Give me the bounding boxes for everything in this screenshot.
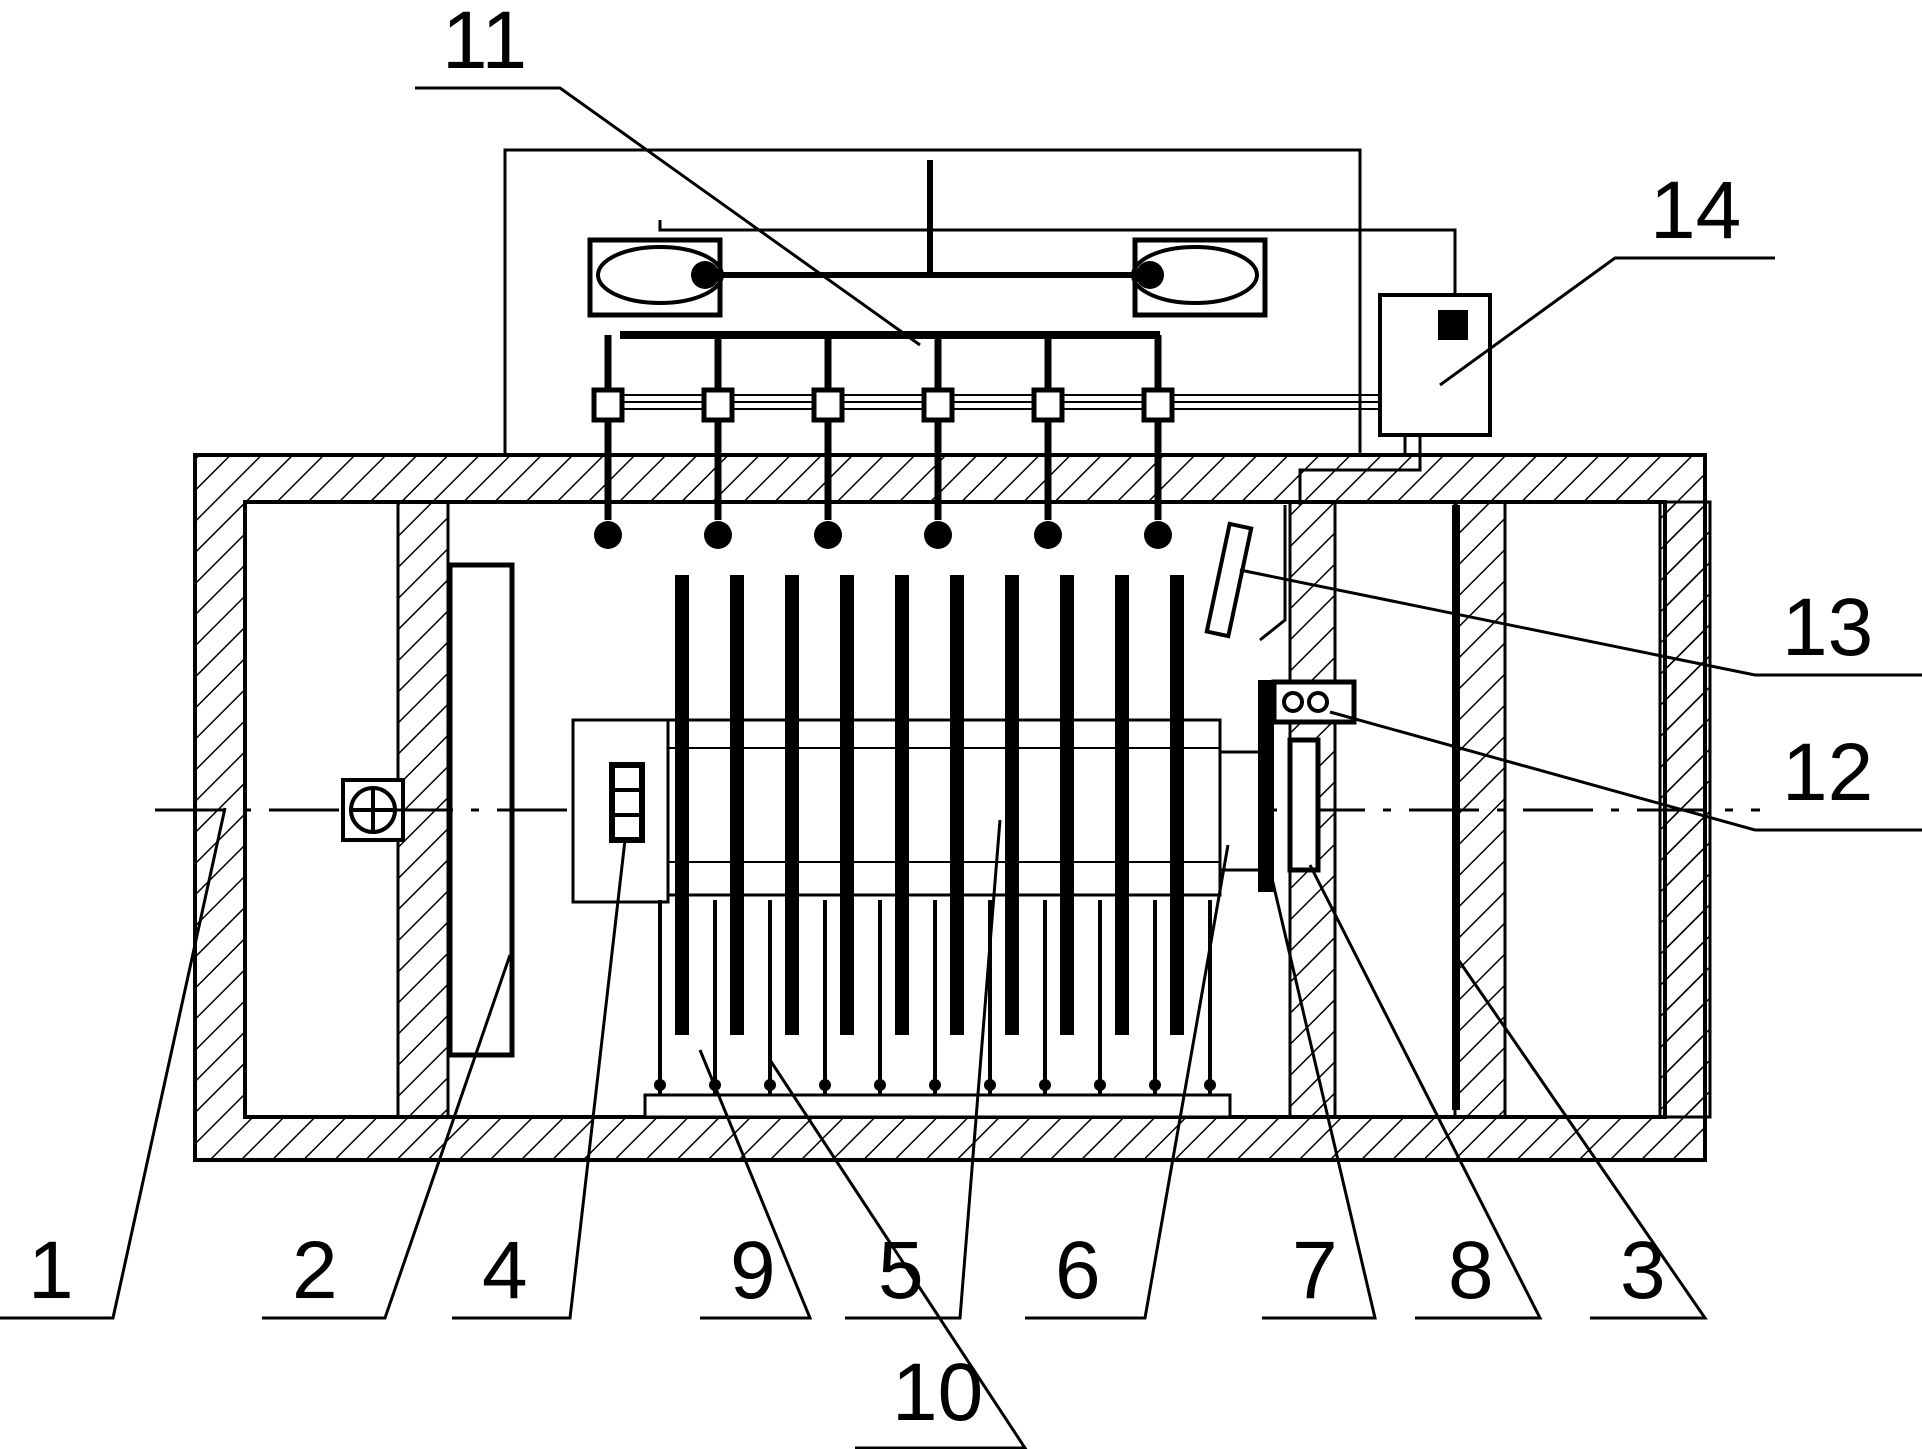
leader-6	[1025, 844, 1230, 1320]
motor-8	[1287, 737, 1321, 873]
comb-tooth	[840, 575, 854, 1035]
nozzle-head	[814, 521, 842, 549]
nozzle-valve	[1141, 387, 1175, 423]
rod-end	[1039, 1079, 1051, 1091]
label-8: 8	[1448, 1225, 1494, 1316]
rod-end	[929, 1079, 941, 1091]
leader-8	[1308, 864, 1543, 1320]
nozzle-valve	[701, 387, 735, 423]
manifold-11	[587, 160, 1457, 410]
leader-lines	[0, 86, 1922, 1449]
leader-11	[415, 86, 921, 347]
flange-7	[1258, 680, 1274, 892]
leader-14	[1439, 256, 1775, 387]
nozzle-head	[704, 521, 732, 549]
label-10: 10	[892, 1347, 983, 1438]
leader-10	[768, 1059, 1028, 1449]
coupling-4	[609, 762, 645, 843]
leader-2	[262, 954, 512, 1320]
nozzle-head	[594, 521, 622, 549]
rod-end	[984, 1079, 996, 1091]
rod-end	[1204, 1079, 1216, 1091]
leader-12	[1329, 710, 1922, 832]
rod-end	[654, 1079, 666, 1091]
label-9: 9	[730, 1225, 776, 1316]
label-12: 12	[1782, 727, 1873, 818]
rod-end	[1094, 1079, 1106, 1091]
leader-7	[1262, 869, 1377, 1320]
rod-end	[1149, 1079, 1161, 1091]
rod-end	[819, 1079, 831, 1091]
nozzle-valve	[1031, 387, 1065, 423]
label-5: 5	[878, 1225, 924, 1316]
leader-3	[1453, 954, 1708, 1320]
comb-tooth	[1005, 575, 1019, 1035]
label-4: 4	[482, 1225, 528, 1316]
label-7: 7	[1292, 1225, 1338, 1316]
label-2: 2	[292, 1225, 338, 1316]
nozzle-array	[591, 335, 1175, 549]
comb-tooth	[1170, 575, 1184, 1035]
comb-tooth	[950, 575, 964, 1035]
label-13: 13	[1782, 582, 1873, 673]
leader-13	[1239, 568, 1922, 677]
comb-tooth	[1115, 575, 1129, 1035]
nozzle-valve	[921, 387, 955, 423]
label-6: 6	[1055, 1225, 1101, 1316]
label-3: 3	[1620, 1225, 1666, 1316]
comb-tooth	[730, 575, 744, 1035]
leader-4	[452, 839, 627, 1320]
nozzle-head	[924, 521, 952, 549]
label-14: 14	[1650, 165, 1741, 256]
nozzle-head	[1144, 521, 1172, 549]
nozzle-head	[1034, 521, 1062, 549]
rod-3	[1452, 505, 1460, 1110]
label-11: 11	[442, 0, 527, 86]
rod-end	[874, 1079, 886, 1091]
nozzle-valve	[811, 387, 845, 423]
comb-teeth-9	[675, 575, 1184, 1035]
leader-9	[698, 1049, 813, 1320]
label-1: 1	[28, 1225, 74, 1316]
leader-1	[0, 807, 227, 1320]
leader-5	[845, 819, 1002, 1320]
base-plate	[643, 1093, 1232, 1119]
comb-tooth	[785, 575, 799, 1035]
comb-tooth	[1060, 575, 1074, 1035]
comb-tooth	[675, 575, 689, 1035]
control-box-14	[1298, 293, 1492, 480]
nozzle-valve	[591, 387, 625, 423]
comb-tooth	[895, 575, 909, 1035]
sensor-13	[1204, 521, 1254, 639]
rod-end	[764, 1079, 776, 1091]
drum-5	[666, 718, 1222, 897]
